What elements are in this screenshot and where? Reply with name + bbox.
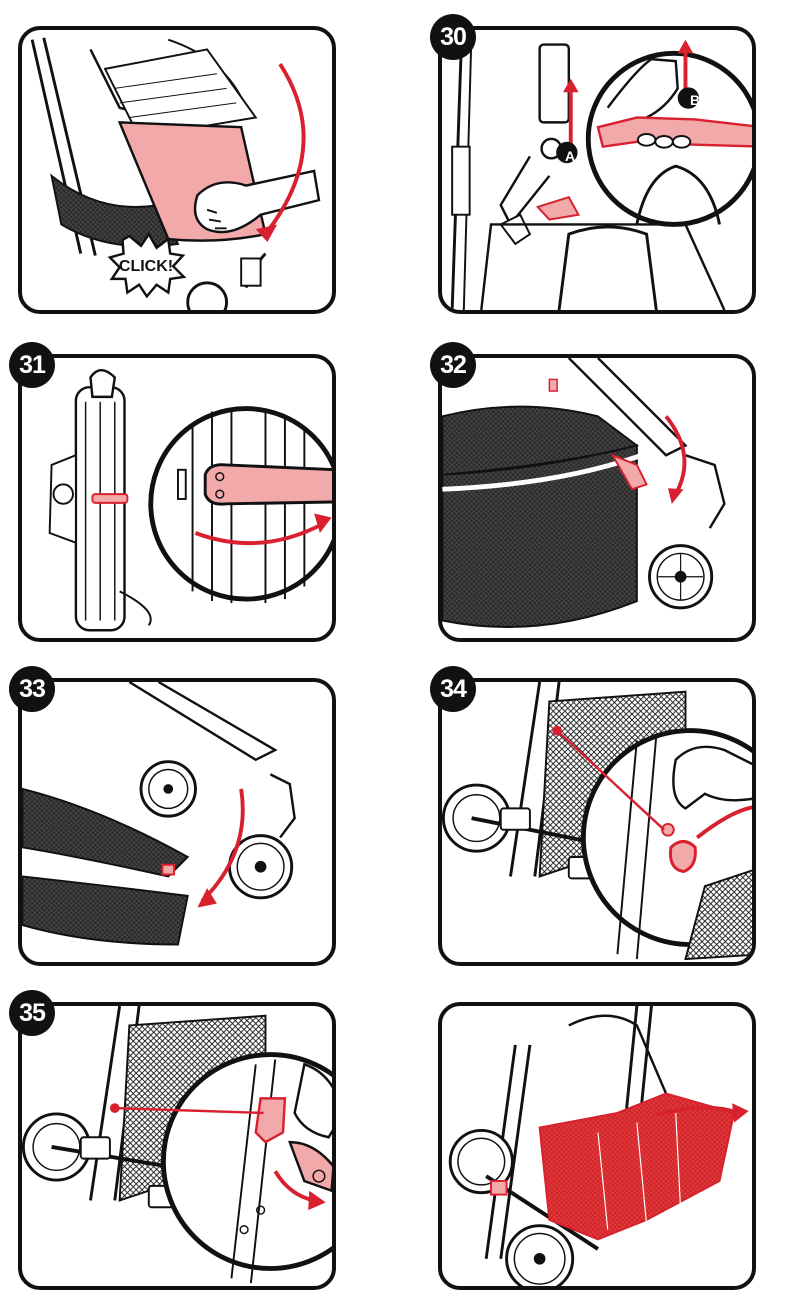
red-arrow-icon bbox=[263, 62, 306, 236]
step-number-badge: 30 bbox=[430, 14, 476, 60]
clip-highlight bbox=[610, 453, 648, 491]
step-number-badge: 33 bbox=[9, 666, 55, 712]
hand-icon bbox=[606, 57, 679, 119]
strap-release-highlight bbox=[596, 116, 752, 149]
marker-b-circle bbox=[677, 87, 700, 109]
basket-unhook-illustration bbox=[22, 682, 296, 946]
instruction-panel-basket-removal bbox=[438, 1002, 756, 1290]
basket-strap-release-illustration bbox=[22, 1006, 332, 1284]
clip-highlight bbox=[161, 863, 176, 876]
instruction-panel-30: A B bbox=[438, 26, 756, 314]
step-number-badge: 32 bbox=[430, 342, 476, 388]
harness-release-illustration bbox=[450, 30, 752, 310]
hand-icon bbox=[672, 745, 752, 810]
basket-removal-illustration bbox=[448, 1006, 749, 1286]
strap-highlight bbox=[203, 463, 332, 506]
step-number-badge: 34 bbox=[430, 666, 476, 712]
basket-highlight bbox=[538, 1092, 736, 1241]
red-arrow-icon bbox=[655, 1105, 740, 1117]
instruction-panel-1: CLICK! bbox=[18, 26, 336, 314]
clip-highlight bbox=[254, 1097, 287, 1144]
red-arrow-icon bbox=[664, 415, 687, 496]
instruction-panel-32 bbox=[438, 354, 756, 642]
instruction-panel-31 bbox=[18, 354, 336, 642]
strap-highlight bbox=[288, 1140, 332, 1193]
instruction-panel-34 bbox=[438, 678, 756, 966]
snap-highlight bbox=[668, 839, 697, 874]
marker-a-circle bbox=[556, 141, 578, 164]
red-arrow-icon bbox=[200, 788, 245, 903]
zoom-detail-circle bbox=[160, 1052, 332, 1271]
red-arrow-icon bbox=[194, 521, 325, 546]
marker-a-label: A bbox=[564, 148, 576, 164]
click-starburst-icon bbox=[107, 231, 187, 299]
basket-release-illustration bbox=[442, 358, 726, 628]
marker-b-label: B bbox=[689, 92, 701, 108]
instruction-panel-33 bbox=[18, 678, 336, 966]
step-number-badge: 35 bbox=[9, 990, 55, 1036]
hand-icon bbox=[193, 169, 321, 234]
hand-icon bbox=[293, 1062, 332, 1139]
step-number-badge: 31 bbox=[9, 342, 55, 388]
buckle-highlight bbox=[535, 196, 581, 221]
folded-stroller-strap-illustration bbox=[48, 368, 332, 632]
basket-snap-release-illustration bbox=[442, 682, 752, 961]
click-callout-text: CLICK! bbox=[118, 258, 174, 275]
stroller-seat-recline-illustration bbox=[30, 37, 321, 310]
fold-strap-highlight bbox=[91, 493, 129, 504]
instruction-panel-35 bbox=[18, 1002, 336, 1290]
red-arrow-icon bbox=[695, 805, 752, 840]
